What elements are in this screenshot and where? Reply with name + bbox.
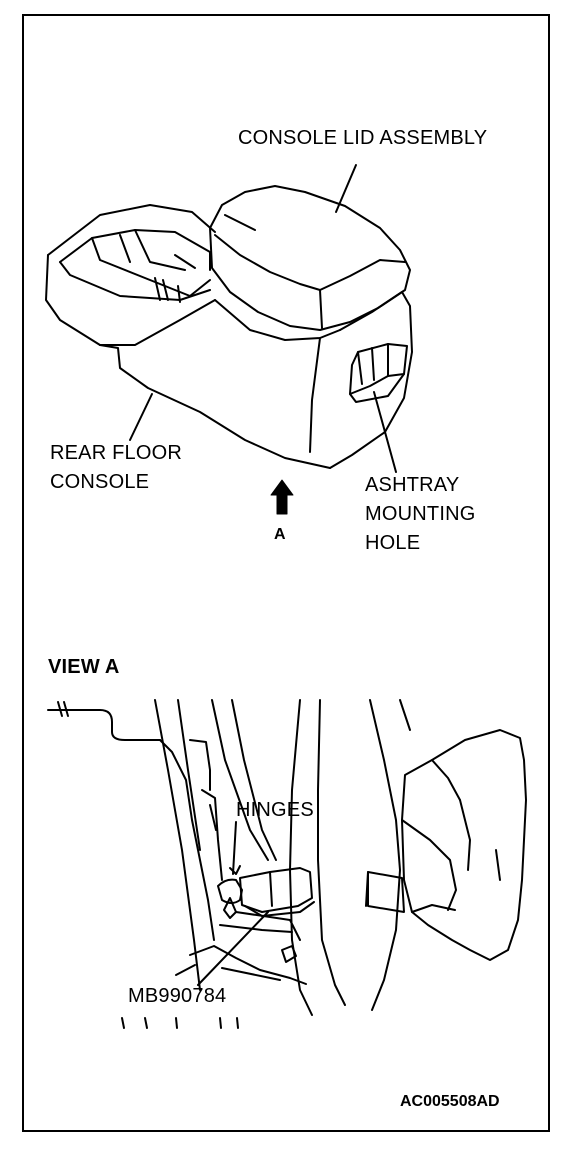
rear-floor-console-label-line2: CONSOLE (50, 471, 150, 493)
rear-floor-console-label-line1: REAR FLOOR (50, 442, 183, 464)
console-lid-leader-line (335, 164, 357, 213)
rear-floor-console-drawing (45, 204, 413, 469)
ashtray-leader-line (373, 391, 397, 473)
view-a-title: VIEW A (48, 656, 120, 678)
tool-mb990784-label: MB990784 (128, 985, 227, 1007)
view-arrow-letter-label: A (274, 526, 286, 543)
tool-leader-line (197, 911, 269, 986)
view-a-arrow-icon (270, 479, 294, 515)
console-lid-drawing (209, 185, 411, 331)
diagram-frame (22, 14, 550, 1132)
view-a-drawing (47, 699, 527, 1029)
ashtray-mounting-hole-label-line2: MOUNTING (365, 503, 476, 525)
hinges-label: HINGES (236, 799, 314, 821)
hinges-leader-arrowhead (229, 865, 241, 875)
ashtray-mounting-hole-label-line1: ASHTRAY (365, 474, 460, 496)
figure-code-label: AC005508AD (400, 1093, 500, 1110)
console-lid-assembly-label: CONSOLE LID ASSEMBLY (238, 127, 488, 149)
hinges-leader-line (232, 821, 237, 875)
ashtray-mounting-hole-label-line3: HOLE (365, 532, 421, 554)
rear-floor-console-leader-line (129, 393, 153, 441)
